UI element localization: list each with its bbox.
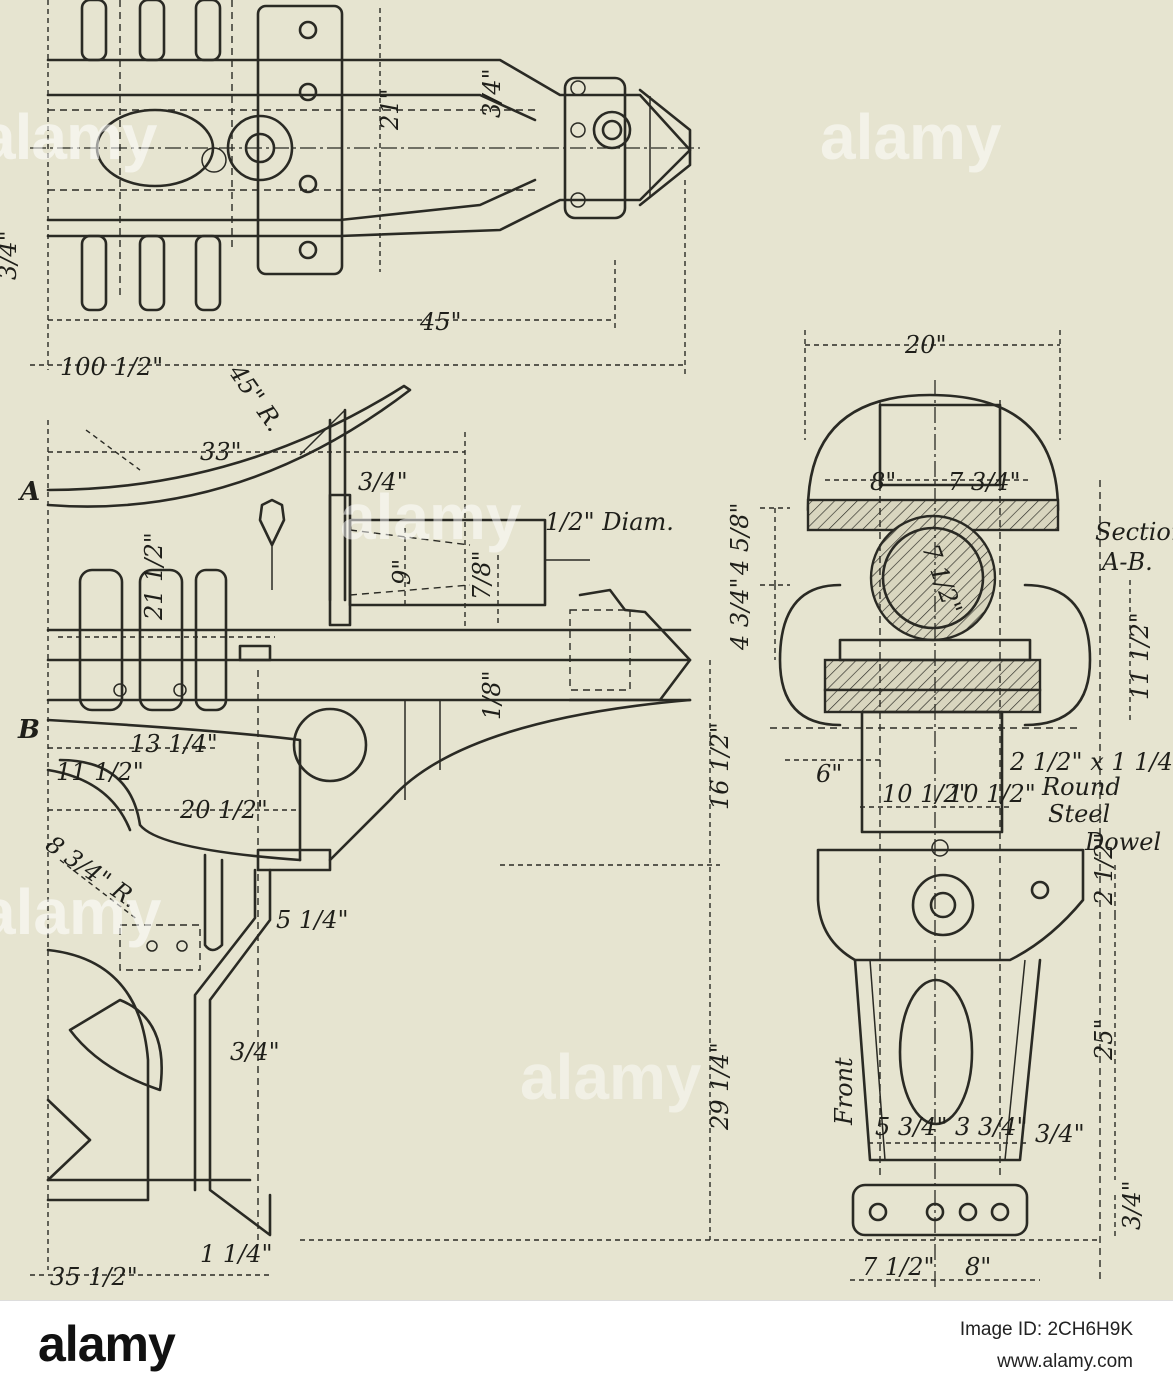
dim-25: 25" [1090,1018,1118,1061]
dim-7-8: 7/8" [468,550,496,600]
watermark-center: alamy [340,481,522,553]
dim-3-3-4: 3 3/4" [955,1113,1028,1141]
section-ab-label: A-B. [1100,548,1153,576]
dim-8-a: 8" [870,468,896,496]
dim-33: 33" [200,438,242,466]
site-url[interactable]: www.alamy.com [997,1351,1133,1372]
dim-35-half: 35 1/2" [50,1263,138,1291]
watermark-bottom: alamy [520,1041,702,1113]
dim-11-half-right: 11 1/2" [1126,612,1154,700]
dim-3-4-a: 3/4" [478,68,506,118]
drawing-canvas: 45" 100 1/2" 21" 3/4" 3/4" [0,0,1173,1291]
dim-29-quarter: 29 1/4" [706,1042,734,1131]
dim-2-half: 2 1/2" [1090,832,1118,906]
dim-45-r: 45" R. [223,359,289,437]
dim-45: 45" [419,308,462,336]
stock-footer-bar: alamy Image ID: 2CH6H9K www.alamy.com [0,1300,1173,1391]
image-id-text: Image ID: 2CH6H9K [959,1319,1133,1340]
dim-10-half-a: 10 1/2" [882,780,970,808]
dim-3-4-b: 3/4" [0,230,22,280]
diam-label: 1/2" Diam. [545,508,674,536]
dim-3-4-e: 3/4" [1035,1120,1085,1148]
dim-20-half: 20 1/2" [179,796,268,824]
dim-6: 6" [816,760,842,788]
section-a-b-view: 20" [726,330,1173,1290]
dim-7-half-base: 7 1/2" [862,1253,935,1281]
dim-7-3-4: 7 3/4" [948,468,1021,496]
label-b: B [17,715,40,745]
dim-3-4-f: 3/4" [1118,1180,1146,1230]
watermark-left-lower: alamy [0,876,162,948]
dim-10-half-b: 10 1/2" [948,780,1036,808]
dim-21: 21" [376,88,404,131]
dim-3-4-d: 3/4" [230,1038,280,1066]
dim-8-b: 8" [965,1253,991,1281]
section-label: Section [1095,518,1173,546]
dim-100-half: 100 1/2" [60,353,163,381]
dowel-label: Dowel [1084,828,1161,856]
alamy-logo[interactable]: alamy [38,1316,176,1372]
dim-5-3-4: 5 3/4" [875,1113,948,1141]
plan-view: 45" 100 1/2" 21" 3/4" 3/4" [0,0,700,381]
dim-4-5-8: 4 5/8" [726,502,754,576]
dim-2-half-x-1-quarter: 2 1/2" x 1 1/4" [1009,748,1173,776]
side-elevation: A B 1/2" Diam. 33" 45" R. 3/4" 9" 7/8" 2… [17,359,1100,1291]
engineering-drawing: 45" 100 1/2" 21" 3/4" 3/4" [0,0,1173,1291]
dim-13-quarter: 13 1/4" [130,730,218,758]
dim-21-half: 21 1/2" [140,532,168,621]
front-label: Front [830,1057,858,1126]
dim-1-quarter: 1 1/4" [200,1240,273,1268]
dim-9: 9" [388,559,416,585]
dim-5-quarter: 5 1/4" [276,906,349,934]
label-a: A [17,477,40,507]
dim-16-half: 16 1/2" [706,722,734,810]
dim-20: 20" [904,331,947,359]
dim-11-half: 11 1/2" [56,758,144,786]
round-label: Round [1041,773,1121,801]
dim-4-3-4: 4 3/4" [726,577,754,651]
watermark-right-top: alamy [820,101,1002,173]
steel-label: Steel [1048,800,1110,828]
dim-1-8: 1/8" [478,670,506,720]
dim-3-4-c: 3/4" [358,468,408,496]
